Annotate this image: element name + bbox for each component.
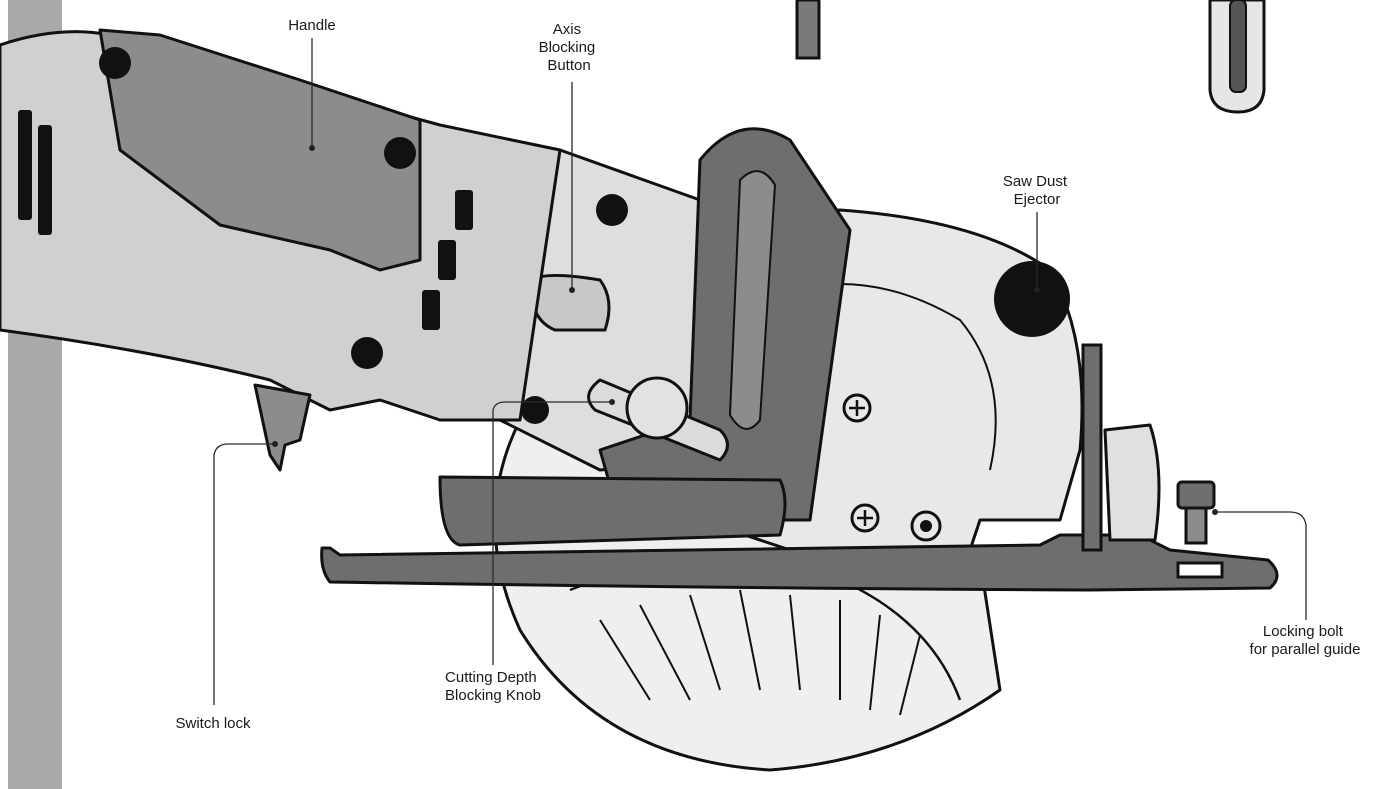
leader-knob [492,401,612,665]
leader-switch [213,443,275,705]
switch-lock [253,383,312,472]
label-locking-bolt: Locking bolt for parallel guide [1250,623,1361,658]
axis-blocking-button [528,273,611,332]
label-knob-line2: Blocking Knob [445,687,541,704]
label-saw-dust-ejector: Saw Dust Ejector [1003,173,1071,208]
locking-bolt-shank [1184,506,1208,545]
handle-vents [18,110,52,235]
saw-dust-ejector [994,261,1070,337]
leader-handle-dot [309,145,315,151]
label-bolt-line1: Locking bolt [1263,623,1344,640]
housing-slots [422,190,473,330]
front-shoe [438,475,787,547]
tool-top-left [795,0,821,60]
label-bolt-line2: for parallel guide [1250,641,1361,658]
label-switch-lock: Switch lock [175,715,251,732]
leader-bolt-dot [1212,509,1218,515]
label-ejector-line1: Saw Dust [1003,173,1068,190]
tool-top-right-slot [1229,0,1247,93]
label-axis-line1: Axis [553,21,581,38]
leader-bolt [1215,511,1307,620]
bevel-slot [728,170,777,430]
guide-clamp [1103,423,1161,542]
label-axis-blocking-button: Axis Blocking Button [539,21,600,74]
label-cutting-depth-blocking-knob: Cutting Depth Blocking Knob [445,669,541,704]
base-plate [320,533,1279,592]
leader-ejector-dot [1034,287,1040,293]
handle-grip [98,28,422,272]
label-axis-line3: Button [547,57,590,74]
leader-axis-dot [569,287,575,293]
label-axis-line2: Blocking [539,39,596,56]
grip-dots [99,47,628,424]
leader-knob-dot [609,399,615,405]
label-ejector-line2: Ejector [1014,191,1061,208]
parallel-guide [1081,343,1103,552]
label-knob-line1: Cutting Depth [445,669,537,686]
base-slot [1176,561,1224,579]
cutting-depth-blocking-knob [625,376,689,440]
locking-bolt-head [1176,480,1216,510]
label-handle: Handle [288,17,336,34]
leader-switch-dot [272,441,278,447]
